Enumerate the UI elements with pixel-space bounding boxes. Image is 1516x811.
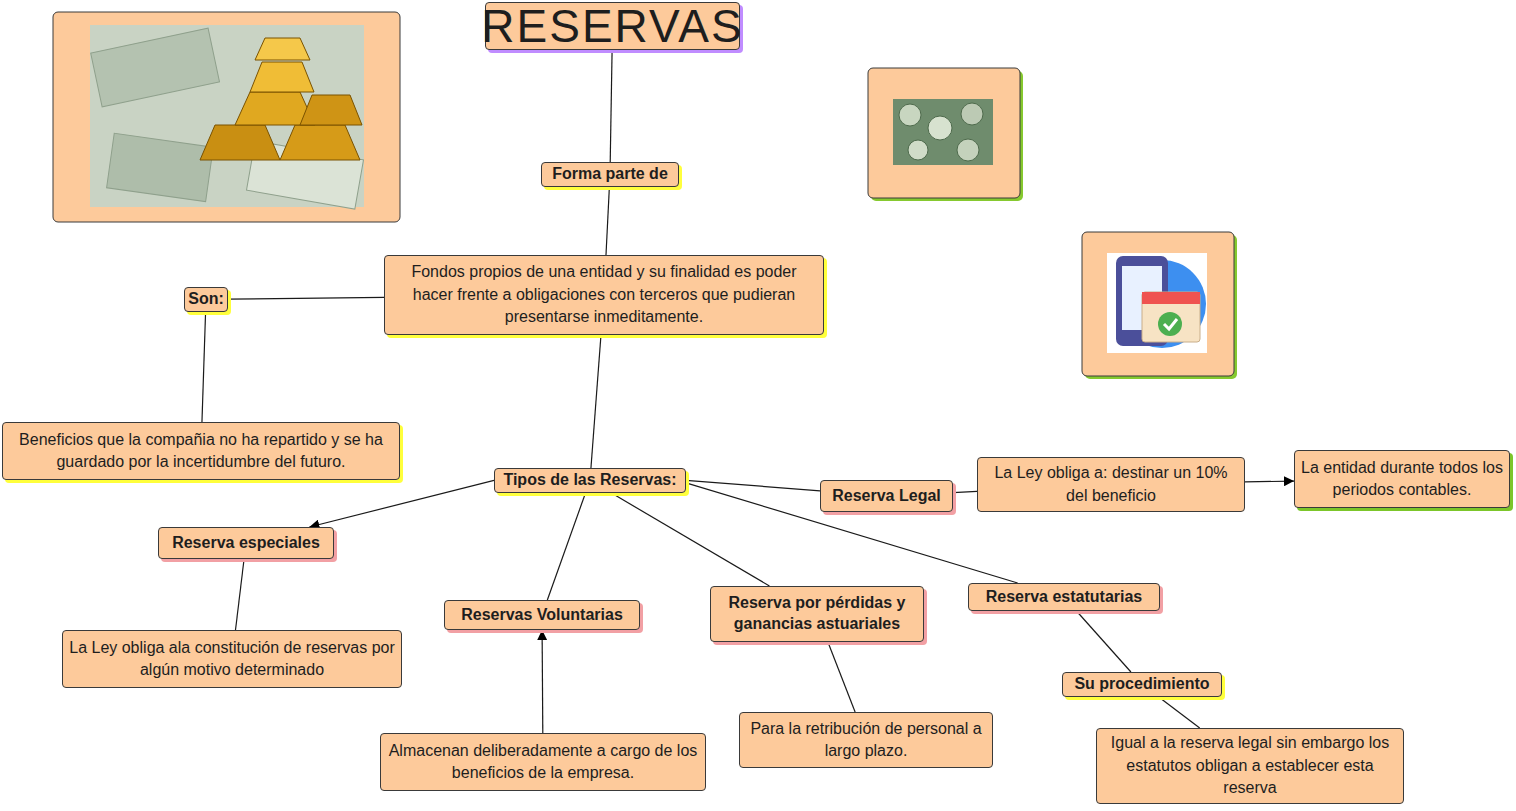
connector-line xyxy=(1076,611,1130,672)
type-box: Reserva estatutarias xyxy=(968,583,1160,611)
connector-line xyxy=(309,480,494,527)
concept-box: Fondos propios de una entidad y su final… xyxy=(384,255,824,335)
connector-line xyxy=(547,493,585,600)
node-text: La Ley obliga ala constitución de reserv… xyxy=(69,637,395,682)
money-roll xyxy=(899,104,921,126)
calendar-header xyxy=(1142,292,1200,304)
node-text: Igual a la reserva legal sin embargo los… xyxy=(1103,732,1397,799)
gold-bar xyxy=(250,62,314,92)
gold-picture xyxy=(53,12,400,222)
connector-line xyxy=(542,630,544,733)
calendar-picture xyxy=(1082,232,1237,379)
node-text: Reserva estatutarias xyxy=(986,587,1143,608)
banknote xyxy=(107,133,214,201)
connector-line xyxy=(606,187,609,255)
link-phrase: Su procedimiento xyxy=(1062,672,1222,697)
connector-line xyxy=(236,559,245,630)
picture-frame xyxy=(53,12,400,222)
connector-line xyxy=(228,297,384,299)
concept-box: La entidad durante todos los periodos co… xyxy=(1294,450,1510,508)
check-mark xyxy=(1164,319,1177,329)
type-box: Reserva Legal xyxy=(820,480,953,512)
link-phrase: Forma parte de xyxy=(541,162,679,187)
picture-frame xyxy=(868,68,1020,198)
banknote xyxy=(91,28,220,107)
node-text: Fondos propios de una entidad y su final… xyxy=(391,261,817,328)
node-text: Almacenan deliberadamente a cargo de los… xyxy=(387,740,699,785)
concept-box: Almacenan deliberadamente a cargo de los… xyxy=(380,733,706,791)
title-box: RESERVAS xyxy=(485,2,740,50)
link-phrase: Tipos de las Reservas: xyxy=(494,468,686,493)
money-roll xyxy=(961,103,983,125)
node-text: Beneficios que la compañia no ha reparti… xyxy=(9,429,393,474)
money-picture xyxy=(868,68,1023,201)
node-text: La Ley obliga a: destinar un 10% del ben… xyxy=(984,462,1238,507)
gold-bar xyxy=(300,95,362,125)
connector-line xyxy=(202,312,206,422)
money-roll xyxy=(928,116,952,140)
node-text: Su procedimiento xyxy=(1074,674,1209,695)
type-box: Reserva especiales xyxy=(158,527,334,559)
concept-box: Para la retribución de personal a largo … xyxy=(739,712,993,768)
concept-box: La Ley obliga a: destinar un 10% del ben… xyxy=(977,457,1245,512)
node-text: Para la retribución de personal a largo … xyxy=(746,718,986,763)
connector-line xyxy=(1245,480,1294,482)
node-text: Reserva por pérdidas y ganancias astuari… xyxy=(715,593,919,635)
concept-box: Igual a la reserva legal sin embargo los… xyxy=(1096,728,1404,804)
node-text: Forma parte de xyxy=(552,164,668,185)
icon-background xyxy=(1107,253,1207,353)
connector-line xyxy=(1158,697,1199,728)
gold-bar xyxy=(280,125,360,160)
node-text: RESERVAS xyxy=(481,3,743,49)
link-phrase: Son: xyxy=(184,287,228,312)
node-text: La entidad durante todos los periodos co… xyxy=(1301,457,1503,502)
money-photo xyxy=(893,99,993,165)
connector-line xyxy=(610,50,612,162)
concept-box: La Ley obliga ala constitución de reserv… xyxy=(62,630,402,688)
node-text: Son: xyxy=(188,289,224,310)
connector-line xyxy=(953,491,977,492)
check-circle xyxy=(1158,312,1182,336)
node-text: Reservas Voluntarias xyxy=(461,605,623,626)
type-box: Reservas Voluntarias xyxy=(444,600,640,630)
connector-line xyxy=(591,335,601,468)
node-text: Reserva Legal xyxy=(832,486,941,507)
concept-box: Beneficios que la compañia no ha reparti… xyxy=(2,422,400,480)
money-roll xyxy=(908,140,928,160)
calendar-icon xyxy=(1142,292,1200,342)
type-box: Reserva por pérdidas y ganancias astuari… xyxy=(710,586,924,642)
node-text: Tipos de las Reservas: xyxy=(503,470,676,491)
node-text: Reserva especiales xyxy=(172,533,320,554)
gold-bar xyxy=(200,125,280,160)
gold-bar xyxy=(255,38,310,60)
connector-line xyxy=(828,642,855,712)
connector-line xyxy=(611,493,769,586)
connector-line xyxy=(686,483,1018,583)
money-roll xyxy=(957,139,979,161)
picture-frame xyxy=(1082,232,1234,376)
